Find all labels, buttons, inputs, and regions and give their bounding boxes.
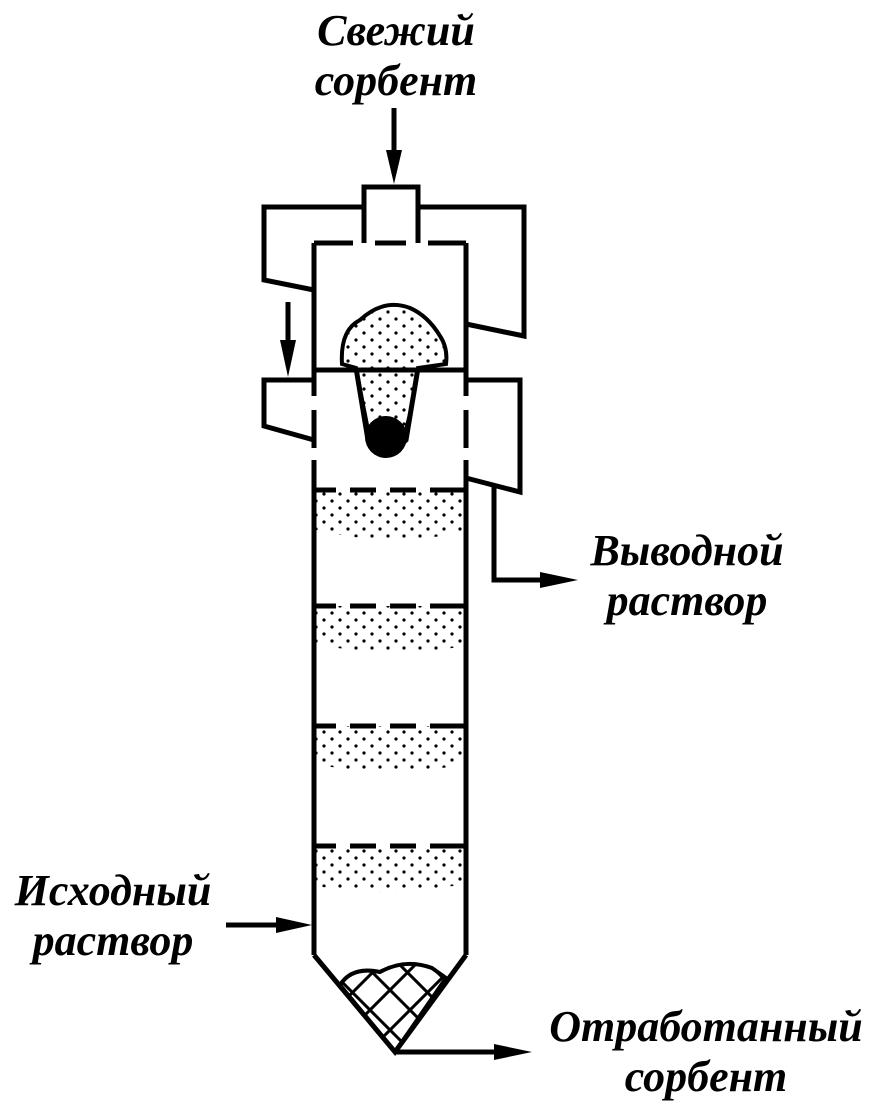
sorbent-pile <box>339 303 449 432</box>
lower-jacket-left <box>261 377 315 443</box>
spent-sorbent-label: Отработанный сорбент <box>549 1002 863 1101</box>
spent-sorbent-arrowhead <box>494 1044 532 1060</box>
tray-1 <box>314 487 466 540</box>
fresh-sorbent-label: Свежий сорбент <box>314 6 478 105</box>
input-solution-arrowhead <box>276 917 312 933</box>
lower-jacket-right <box>465 377 523 496</box>
fresh-sorbent-arrowhead <box>386 150 402 184</box>
column-cone <box>312 953 469 1057</box>
output-pipe <box>491 485 548 583</box>
top-jacket-left <box>261 204 364 293</box>
sorbent-ball <box>365 416 407 458</box>
output-solution-label: Выводной раствор <box>590 526 784 625</box>
top-jacket-right <box>418 204 527 340</box>
left-inlet-arrowhead <box>280 340 296 377</box>
output-solution-arrowhead <box>540 572 578 588</box>
top-nozzle <box>361 184 421 243</box>
input-solution-label: Исходный раствор <box>14 866 212 965</box>
tray-2 <box>314 603 466 653</box>
tray-4 <box>314 843 466 892</box>
tray-3 <box>314 723 466 772</box>
